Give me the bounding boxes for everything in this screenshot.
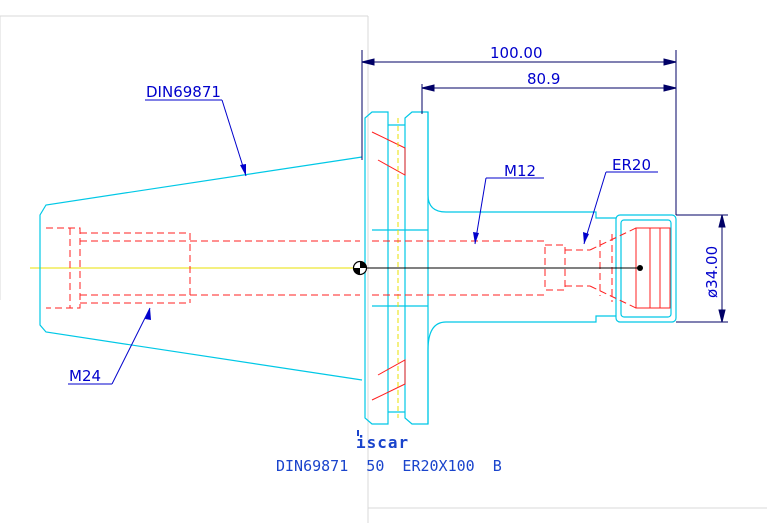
dim-diameter: ø34.00: [703, 246, 721, 298]
callout-taper: DIN69871: [146, 83, 221, 101]
callout-thread-bottom: M24: [69, 367, 101, 385]
end-marker: [637, 265, 643, 271]
extension-body: [427, 112, 677, 424]
flange-notches: [371, 131, 406, 401]
part-designation: DIN69871 50 ER20X100 B: [276, 457, 502, 475]
taper-body: [39, 156, 363, 381]
dim-gauge-length: 80.9: [527, 70, 560, 88]
callout-leaders: [68, 99, 658, 385]
frame-lines: [0, 15, 767, 523]
logo-text: iscar: [356, 433, 409, 452]
callout-thread-top: M12: [504, 162, 536, 180]
callout-arrowheads: [145, 164, 589, 320]
iscar-logo: iscar: [356, 430, 409, 452]
datum-marker-fill: [353, 261, 367, 275]
callout-collet: ER20: [612, 156, 651, 174]
dim-overall-length: 100.00: [490, 44, 543, 62]
dimension-lines: [361, 50, 728, 323]
